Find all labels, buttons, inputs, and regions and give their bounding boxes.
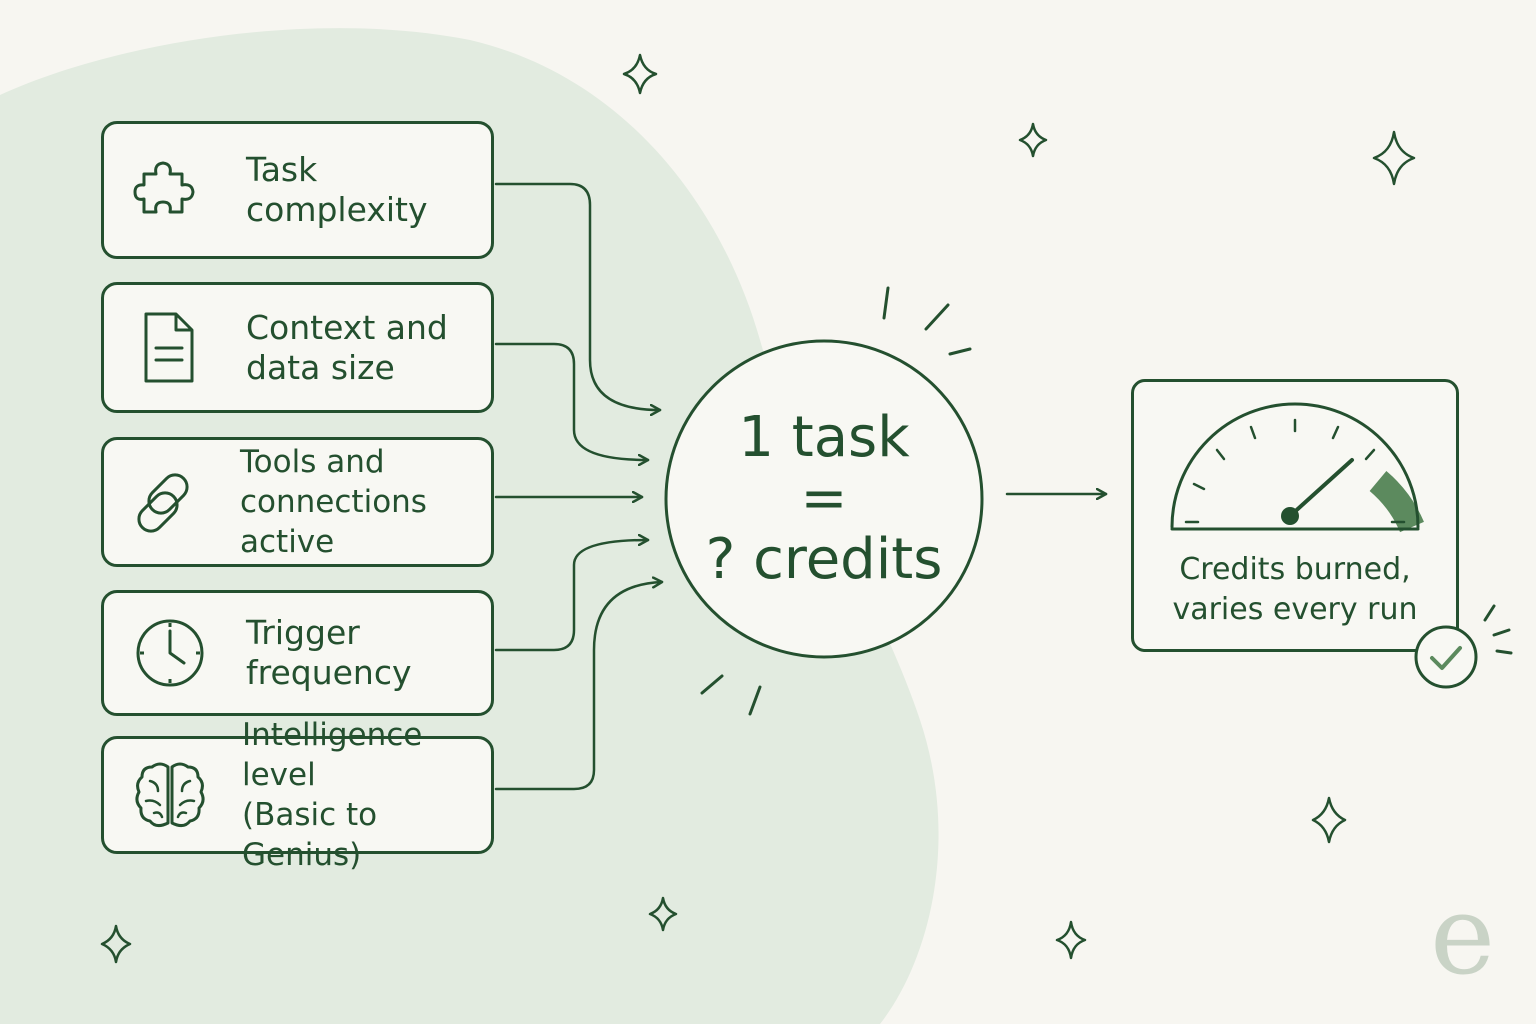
brand-logo-icon: e: [1430, 871, 1496, 999]
factor-label: Trigger frequency: [246, 613, 412, 692]
equals-sign: =: [800, 466, 848, 531]
center-circle: [664, 339, 984, 659]
factor-trigger-frequency: Trigger frequency: [101, 590, 494, 716]
gauge-icon: [1170, 402, 1424, 533]
factor-label: Intelligence level (Basic to Genius): [242, 717, 423, 873]
connector-arrow: [494, 582, 664, 791]
factor-intelligence-level: Intelligence level (Basic to Genius): [101, 717, 494, 873]
result-card: Credits burned, varies every run: [1131, 379, 1459, 652]
sparkle-icon: [1055, 920, 1087, 960]
checkmark-icon: [1414, 625, 1478, 689]
emphasis-strokes: [700, 286, 1513, 716]
link-icon: [137, 473, 189, 533]
credits-unknown-text: ? credits: [705, 527, 943, 592]
connector-arrow: [494, 540, 650, 652]
brain-icon: [135, 762, 205, 828]
puzzle-icon: [133, 161, 195, 214]
clock-icon: [136, 619, 204, 687]
sparkle-icon: [1311, 796, 1347, 844]
sparkle-icon: [648, 896, 678, 932]
sparkle-icon: [1372, 130, 1416, 186]
task-count-text: 1 task: [738, 405, 910, 470]
factor-label: Context and data size: [246, 307, 448, 387]
connector-arrow: [494, 182, 662, 410]
center-equation: 1 task = ? credits: [665, 340, 983, 658]
sparkle-icon: [1018, 122, 1048, 158]
sparkle-icon: [100, 924, 132, 964]
document-icon: [144, 312, 194, 382]
result-label: Credits burned, varies every run: [1172, 552, 1418, 627]
factor-task-complexity: Task complexity: [101, 121, 494, 259]
connector-arrow: [494, 342, 650, 460]
factor-context-data-size: Context and data size: [101, 282, 494, 413]
factor-tools-connections: Tools and connections active: [101, 437, 494, 567]
factor-label: Tools and connections active: [240, 444, 427, 560]
sparkle-icon: [622, 53, 658, 95]
factor-label: Task complexity: [246, 150, 428, 229]
